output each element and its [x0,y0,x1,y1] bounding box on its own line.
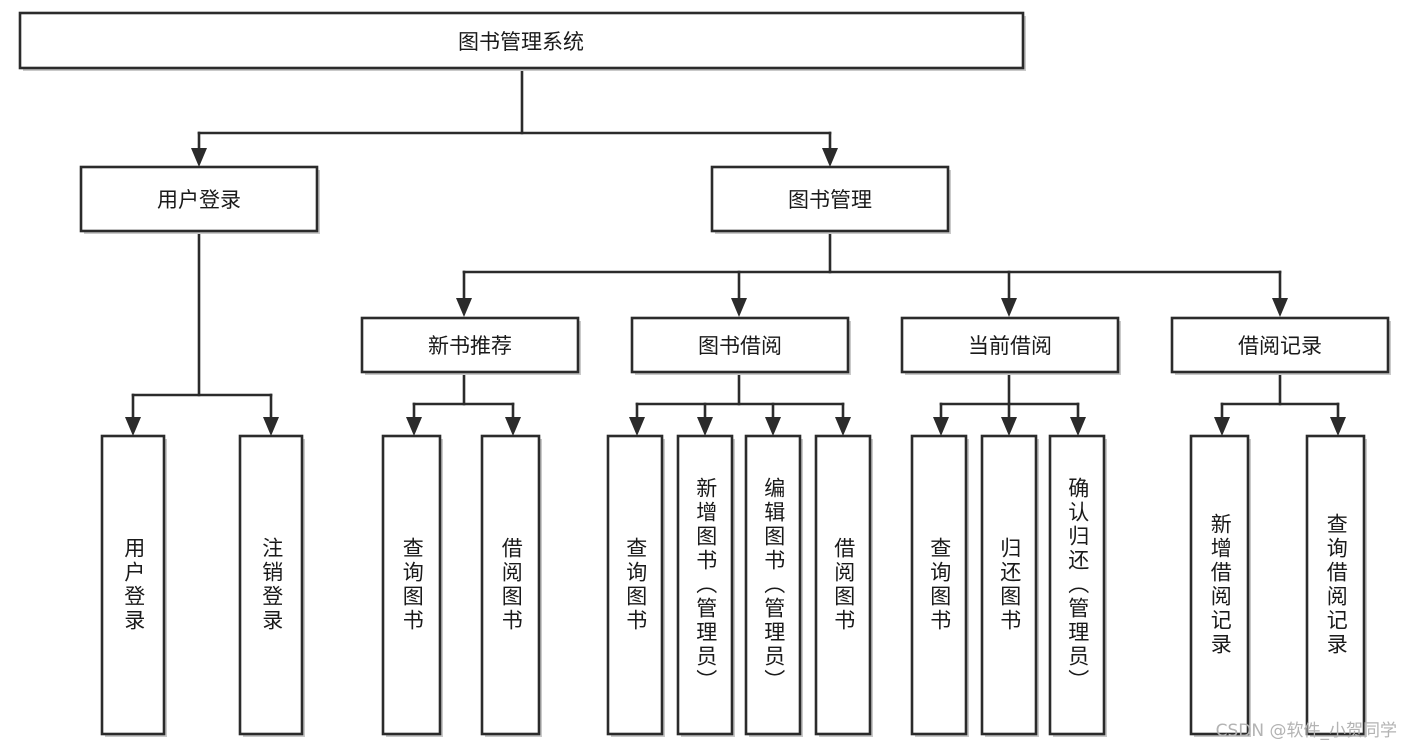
node-book-borrow[interactable]: 图书借阅 [630,316,851,375]
leafbox-leaf-confirm-return[interactable] [1048,434,1106,736]
leafbox-leaf-add-book[interactable] [676,434,734,736]
arrow-leaf-edit-book [765,417,781,436]
watermark-text: CSDN @软件_小贺同学 [1215,721,1397,741]
node-borrow-record-label: 借阅记录 [1238,334,1322,358]
leafbox-leaf-query-book-3[interactable] [910,434,968,736]
arrow-borrow-record [1272,298,1288,317]
arrow-leaf-query-book-1 [406,417,422,436]
arrow-leaf-add-borrow-record [1214,417,1230,436]
node-book-borrow-label: 图书借阅 [698,334,782,358]
leafbox-leaf-query-book-2[interactable] [606,434,664,736]
node-root-label: 图书管理系统 [458,30,584,54]
arrow-leaf-borrow-book-1 [505,417,521,436]
arrow-new-book-recommend [456,298,472,317]
leafbox-leaf-return-book[interactable] [980,434,1038,736]
node-user-login-label: 用户登录 [157,188,241,212]
node-root[interactable]: 图书管理系统 [18,11,1026,71]
connector-layer [125,66,1346,436]
node-new-book-recommend[interactable]: 新书推荐 [360,316,581,375]
arrow-current-borrow [1001,298,1017,317]
arrow-leaf-logout [263,417,279,436]
node-current-borrow-label: 当前借阅 [968,334,1052,358]
node-borrow-record[interactable]: 借阅记录 [1170,316,1391,375]
node-user-login[interactable]: 用户登录 [79,165,320,234]
node-current-borrow[interactable]: 当前借阅 [900,316,1121,375]
leafbox-leaf-user-login[interactable] [100,434,166,736]
arrow-user-login [191,148,207,167]
arrow-book-borrow [731,298,747,317]
arrow-leaf-confirm-return [1070,417,1086,436]
leafbox-leaf-edit-book[interactable] [744,434,802,736]
leafbox-leaf-borrow-book-2[interactable] [814,434,872,736]
arrow-leaf-return-book [1001,417,1017,436]
arrow-book-management [822,148,838,167]
arrow-leaf-borrow-book-2 [835,417,851,436]
leaf-box-layer [100,434,1367,737]
arrow-leaf-query-borrow-record [1330,417,1346,436]
leafbox-leaf-query-book-1[interactable] [381,434,442,736]
arrow-leaf-query-book-3 [933,417,949,436]
leafbox-leaf-add-borrow-record[interactable] [1189,434,1250,736]
node-book-management-label: 图书管理 [788,188,872,212]
leafbox-leaf-borrow-book-1[interactable] [480,434,541,736]
arrow-leaf-query-book-2 [629,417,645,436]
arrow-leaf-user-login [125,417,141,436]
node-book-management[interactable]: 图书管理 [710,165,951,234]
node-new-book-recommend-label: 新书推荐 [428,334,512,358]
leafbox-leaf-logout[interactable] [238,434,304,736]
arrow-leaf-add-book [697,417,713,436]
leafbox-leaf-query-borrow-record[interactable] [1305,434,1366,736]
